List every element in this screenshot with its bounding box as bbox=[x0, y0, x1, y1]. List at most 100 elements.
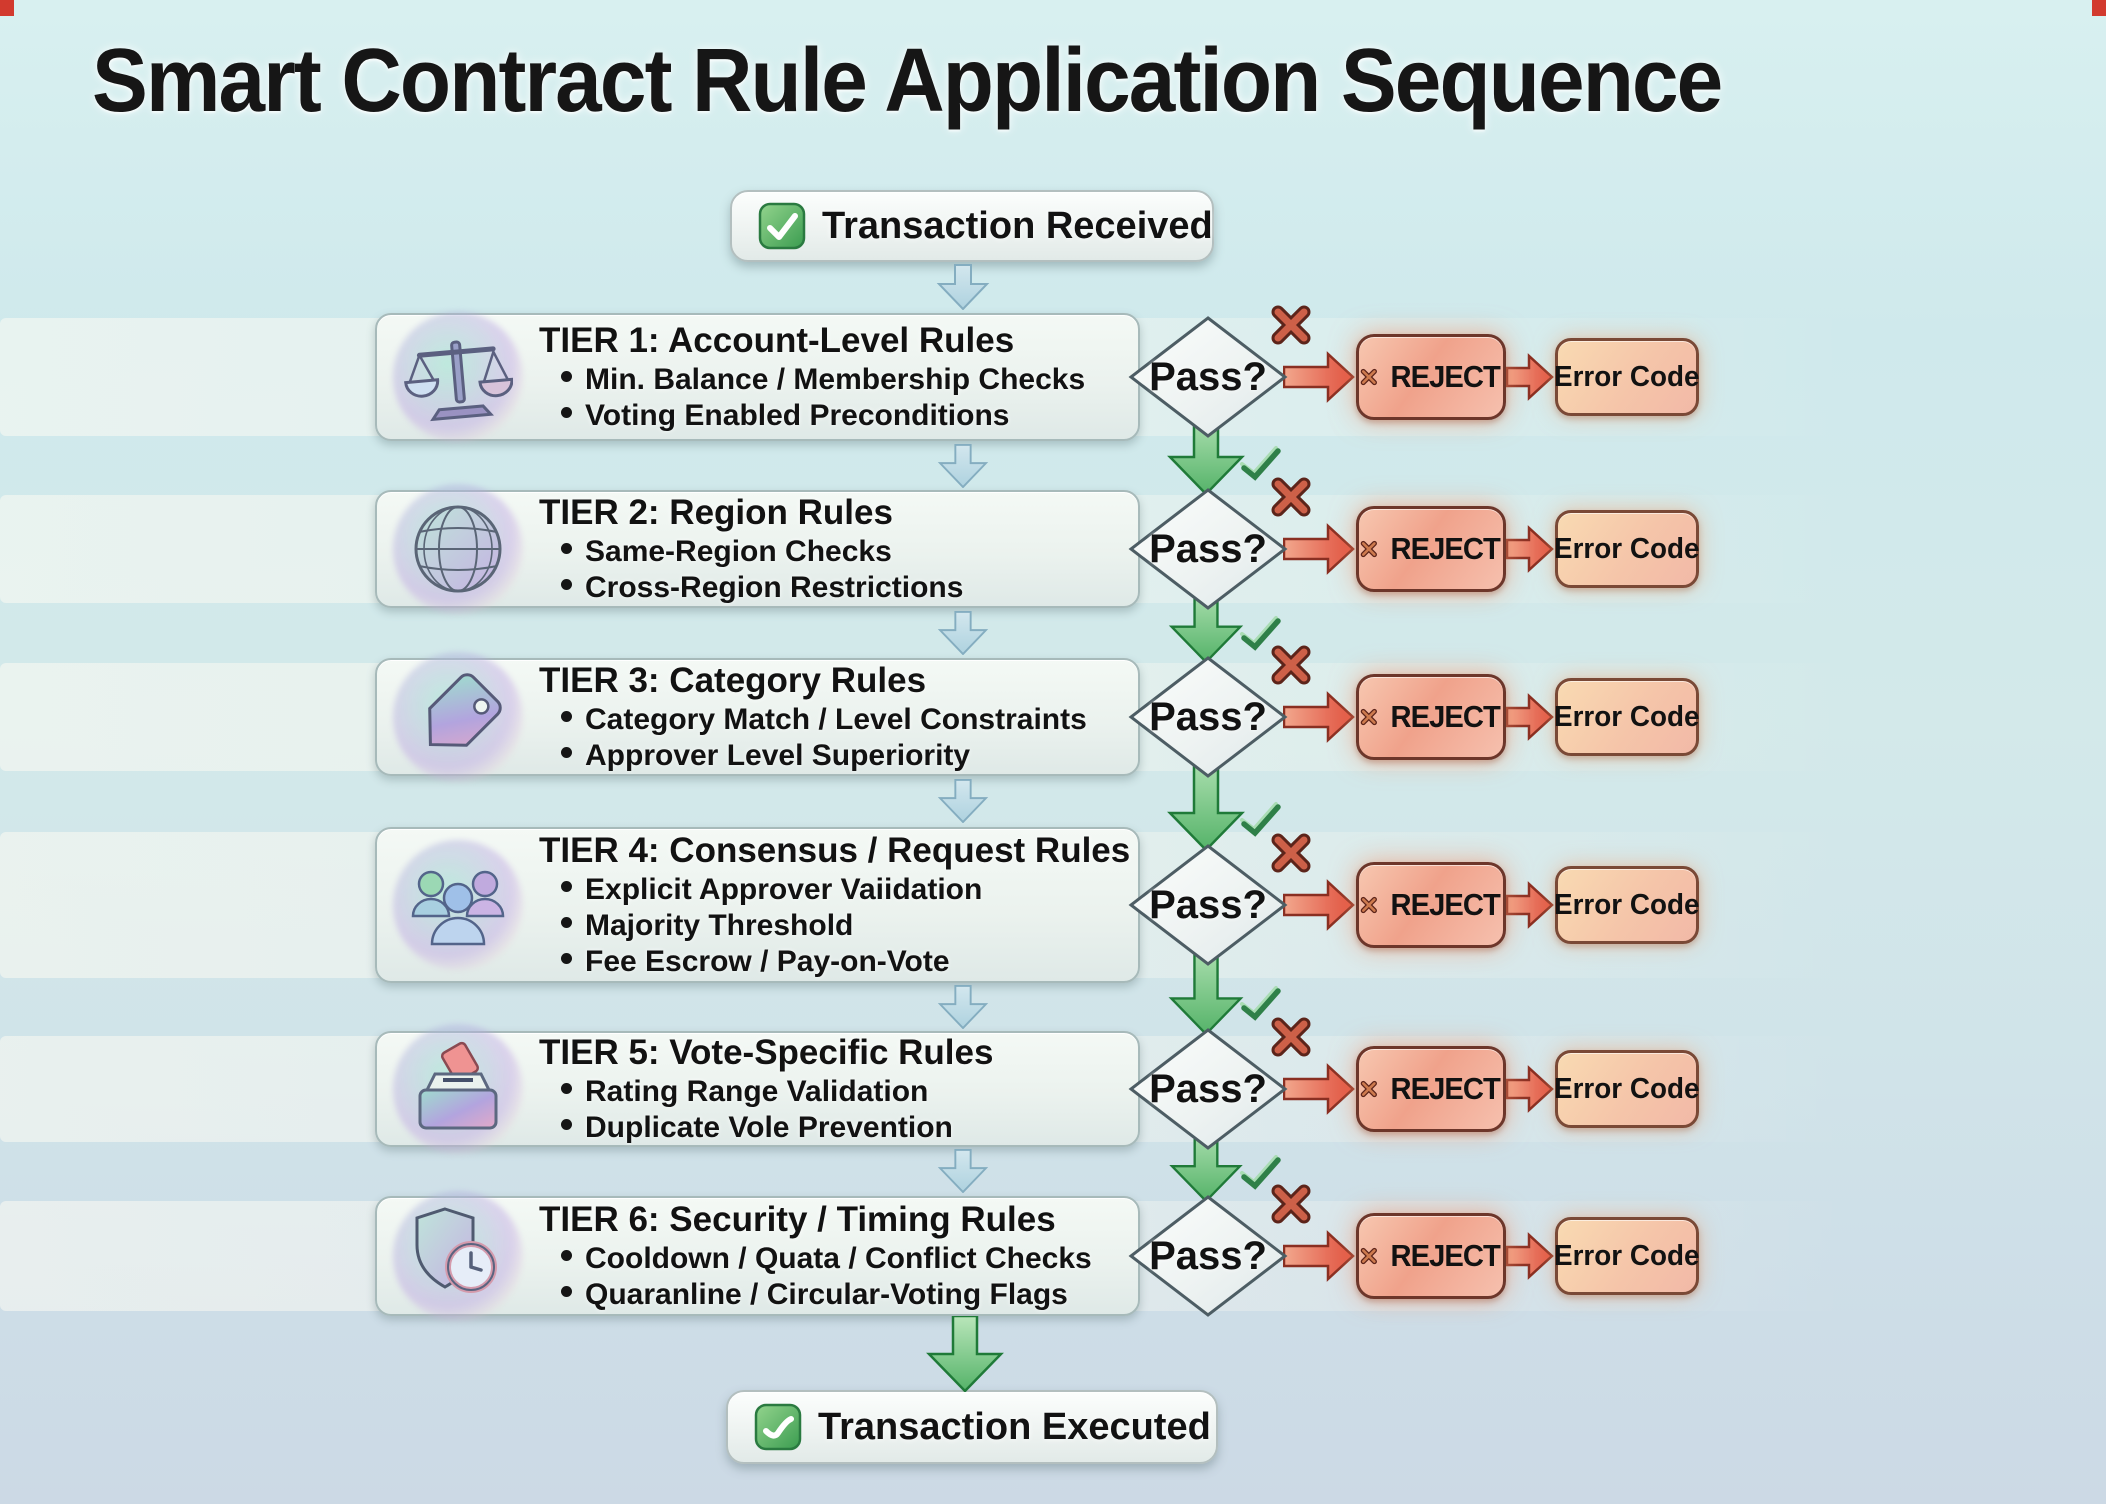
checkmark-icon bbox=[758, 202, 806, 250]
corner-artifact bbox=[0, 0, 14, 16]
bullet-dot bbox=[561, 1286, 572, 1297]
reject-node: REJECT bbox=[1356, 334, 1506, 420]
reject-arrow-icon bbox=[1283, 351, 1355, 403]
reject-x-icon bbox=[1360, 368, 1377, 386]
people-icon bbox=[403, 850, 513, 960]
tag-icon bbox=[403, 662, 513, 772]
tier-title: TIER 3: Category Rules bbox=[539, 661, 927, 700]
bullet-text: Quaranline / Circular-Voting Flags bbox=[585, 1278, 1068, 1311]
tier-2-box: TIER 2: Region Rules Same-Region Checks … bbox=[375, 490, 1140, 608]
bullet-text: Cross-Region Restrictions bbox=[585, 571, 964, 604]
bullet-text: Same-Region Checks bbox=[585, 535, 892, 568]
tier-5-box: TIER 5: Vote-Specific Rules Rating Range… bbox=[375, 1031, 1140, 1147]
tier-row-6: TIER 6: Security / Timing Rules Cooldown… bbox=[375, 1184, 2106, 1318]
down-arrow-icon bbox=[937, 444, 989, 488]
ballot-box-icon bbox=[403, 1034, 513, 1144]
globe-icon bbox=[403, 494, 513, 604]
pass-decision: Pass? bbox=[1128, 487, 1288, 611]
error-code-label: Error Code bbox=[1554, 532, 1700, 565]
tier-text: TIER 6: Security / Timing Rules Cooldown… bbox=[539, 1199, 1118, 1313]
tier-3-box: TIER 3: Category Rules Category Match / … bbox=[375, 658, 1140, 776]
fail-x-icon bbox=[1271, 305, 1311, 345]
pass-decision: Pass? bbox=[1128, 1194, 1288, 1318]
error-arrow-icon bbox=[1506, 353, 1554, 401]
error-code-node: Error Code bbox=[1554, 678, 1700, 756]
reject-node: REJECT bbox=[1356, 862, 1506, 948]
tier-row-4: TIER 4: Consensus / Request Rules Explic… bbox=[375, 827, 2106, 983]
tier-text: TIER 5: Vote-Specific Rules Rating Range… bbox=[539, 1032, 1118, 1146]
tier-bullet: Majority Threshold bbox=[561, 908, 1130, 944]
fail-x-icon bbox=[1271, 833, 1311, 873]
error-arrow-icon bbox=[1506, 525, 1554, 573]
bullet-text: Cooldown / Quata / Conflict Checks bbox=[585, 1242, 1092, 1275]
tier-text: TIER 1: Account-Level Rules Min. Balance… bbox=[539, 320, 1118, 434]
tier-bullet: Fee Escrow / Pay-on-Vote bbox=[561, 944, 1130, 980]
error-code-label: Error Code bbox=[1554, 360, 1700, 393]
tier-bullet: Rating Range Validation bbox=[561, 1074, 1118, 1110]
tier-bullet: Min. Balance / Membership Checks bbox=[561, 362, 1118, 398]
fail-x-icon bbox=[1271, 477, 1311, 517]
reject-label: REJECT bbox=[1390, 887, 1500, 922]
bullet-dot bbox=[561, 747, 572, 758]
pass-label: Pass? bbox=[1149, 526, 1267, 571]
reject-node: REJECT bbox=[1356, 674, 1506, 760]
reject-node: REJECT bbox=[1356, 506, 1506, 592]
start-label: Transaction Received bbox=[822, 204, 1213, 247]
reject-x-icon bbox=[1360, 708, 1377, 726]
reject-arrow-icon bbox=[1283, 691, 1355, 743]
tier-bullet: Approver Level Superiority bbox=[561, 738, 1118, 774]
bullet-dot bbox=[561, 579, 572, 590]
reject-label: REJECT bbox=[1390, 1071, 1500, 1106]
fail-x-icon bbox=[1271, 1017, 1311, 1057]
error-code-label: Error Code bbox=[1554, 888, 1700, 921]
bullet-text: Min. Balance / Membership Checks bbox=[585, 363, 1086, 396]
reject-arrow-icon bbox=[1283, 1230, 1355, 1282]
reject-label: REJECT bbox=[1390, 1238, 1500, 1273]
error-code-label: Error Code bbox=[1554, 700, 1700, 733]
error-code-node: Error Code bbox=[1554, 1217, 1700, 1295]
error-arrow-icon bbox=[1506, 881, 1554, 929]
reject-arrow-icon bbox=[1283, 879, 1355, 931]
error-code-label: Error Code bbox=[1554, 1239, 1700, 1272]
pass-label: Pass? bbox=[1149, 694, 1267, 739]
reject-node: REJECT bbox=[1356, 1213, 1506, 1299]
bullet-text: Majority Threshold bbox=[585, 909, 854, 942]
bullet-text: Voting Enabled Preconditions bbox=[585, 399, 1010, 432]
pass-label: Pass? bbox=[1149, 1066, 1267, 1111]
tier-title: TIER 4: Consensus / Request Rules bbox=[539, 831, 1131, 870]
bullet-dot bbox=[561, 407, 572, 418]
pass-label: Pass? bbox=[1149, 882, 1267, 927]
tier-title: TIER 6: Security / Timing Rules bbox=[539, 1200, 1056, 1239]
down-arrow-icon bbox=[937, 611, 989, 655]
tier-bullet: Quaranline / Circular-Voting Flags bbox=[561, 1277, 1118, 1313]
reject-label: REJECT bbox=[1390, 359, 1500, 394]
pass-check-icon bbox=[1240, 802, 1281, 837]
down-arrow-icon bbox=[937, 985, 989, 1029]
error-arrow-icon bbox=[1506, 693, 1554, 741]
reject-label: REJECT bbox=[1390, 699, 1500, 734]
fail-x-icon bbox=[1271, 1184, 1311, 1224]
reject-node: REJECT bbox=[1356, 1046, 1506, 1132]
error-arrow-icon bbox=[1506, 1065, 1554, 1113]
bullet-dot bbox=[561, 953, 572, 964]
tier-row-2: TIER 2: Region Rules Same-Region Checks … bbox=[375, 477, 2106, 611]
reject-arrow-icon bbox=[1283, 523, 1355, 575]
tier-bullet: Duplicate Vole Prevention bbox=[561, 1110, 1118, 1146]
pass-decision: Pass? bbox=[1128, 655, 1288, 779]
bullet-text: Approver Level Superiority bbox=[585, 739, 971, 772]
pass-label: Pass? bbox=[1149, 1233, 1267, 1278]
down-arrow-icon bbox=[937, 1149, 989, 1193]
tier-text: TIER 4: Consensus / Request Rules Explic… bbox=[539, 830, 1130, 980]
bullet-dot bbox=[561, 1083, 572, 1094]
tier-6-box: TIER 6: Security / Timing Rules Cooldown… bbox=[375, 1196, 1140, 1316]
tier-title: TIER 5: Vote-Specific Rules bbox=[539, 1033, 994, 1072]
pass-decision: Pass? bbox=[1128, 315, 1288, 439]
checkmark-icon bbox=[754, 1403, 802, 1451]
down-arrow-icon bbox=[936, 264, 990, 310]
end-node: Transaction Executed bbox=[726, 1390, 1218, 1464]
tier-bullet: Cross-Region Restrictions bbox=[561, 570, 1118, 606]
error-arrow-icon bbox=[1506, 1232, 1554, 1280]
bullet-dot bbox=[561, 1119, 572, 1130]
bullet-text: Explicit Approver Vaiidation bbox=[585, 873, 983, 906]
bullet-dot bbox=[561, 711, 572, 722]
